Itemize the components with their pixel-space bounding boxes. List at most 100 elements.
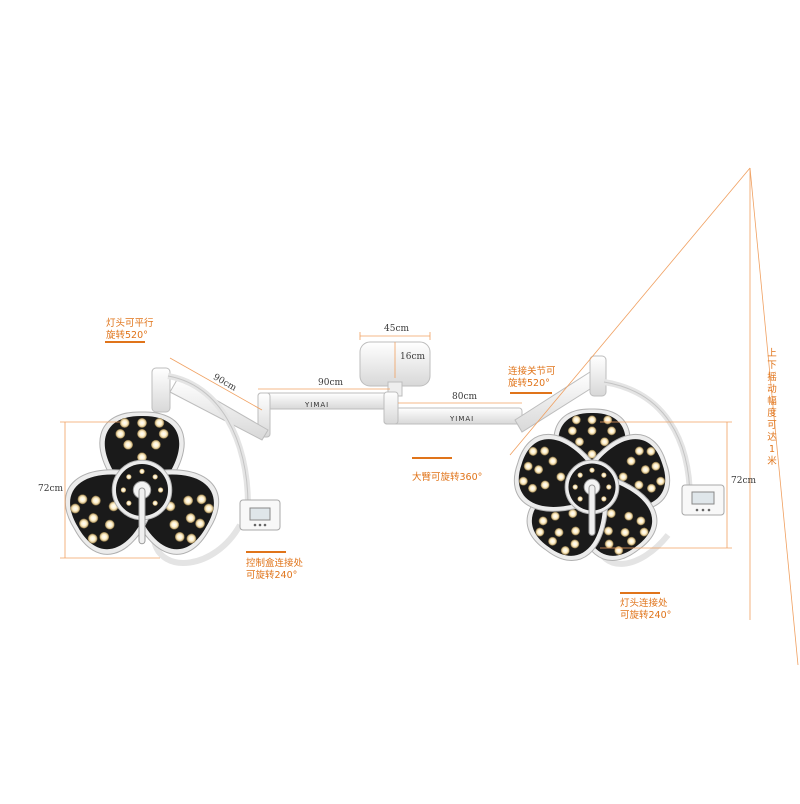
led-bulb (126, 474, 132, 480)
annotation-arm-rotation: 大臂可旋转360° (412, 472, 483, 483)
led-bulb (540, 446, 550, 456)
annotation-head-joint-line2: 可旋转240° (620, 610, 672, 621)
led-bulb (548, 536, 558, 546)
led-bulb (137, 418, 147, 428)
dim-left-main-arm: 90cm (318, 378, 344, 388)
led-bulb (152, 500, 158, 506)
led-bulb (568, 509, 578, 518)
annotation-joint-rotation-line2: 旋转520° (508, 378, 550, 389)
led-bulb (571, 526, 581, 536)
led-bulb (639, 527, 649, 537)
led-bulb (571, 415, 581, 425)
led-bulb (70, 503, 81, 514)
led-bulb (567, 426, 577, 436)
led-bulb (587, 415, 597, 425)
led-bulb (587, 449, 597, 459)
led-bulb (601, 472, 607, 478)
led-bulb (626, 456, 636, 466)
led-bulb (606, 509, 616, 518)
led-bulb (577, 472, 583, 478)
led-bulb (636, 516, 646, 526)
led-bulb (120, 487, 126, 493)
led-bulb (115, 428, 126, 439)
led-bulb (647, 483, 656, 493)
led-bulb (548, 456, 558, 466)
annotation-head-joint-line1: 灯头连接处 (620, 598, 668, 609)
led-bulb (195, 518, 205, 529)
led-bulb (575, 437, 584, 447)
left-lamp-head (64, 411, 220, 555)
right-lamp-head (513, 408, 671, 561)
led-bulb (570, 539, 580, 549)
led-bulb (169, 519, 180, 530)
annotation-control-box-line1: 控制盒连接处 (246, 558, 304, 569)
dim-right-main-arm: 80cm (452, 392, 478, 402)
led-bulb (90, 495, 101, 506)
led-bulb (603, 415, 613, 425)
led-bulb (618, 472, 628, 482)
led-bulb (158, 487, 164, 493)
led-bulb (535, 527, 545, 537)
led-bulb (640, 465, 650, 475)
led-bulb (656, 476, 666, 486)
led-bulb (554, 527, 564, 537)
led-bulb (152, 474, 158, 480)
led-bulb (196, 494, 207, 505)
led-bulb (119, 418, 130, 428)
led-bulb (624, 511, 634, 521)
led-bulb (88, 513, 99, 523)
dim-ceiling-height: 16cm (400, 352, 426, 362)
led-bulb (79, 518, 89, 529)
led-bulb (518, 476, 528, 486)
annotation-head-joint-rotation: 灯头连接处 可旋转240° (620, 598, 671, 622)
right-arm (383, 355, 693, 567)
annotation-vertical-swing: 上下摇动幅度可达1米 (767, 348, 777, 467)
led-bulb (99, 531, 110, 542)
led-bulb (651, 461, 661, 471)
led-bulb (186, 533, 197, 544)
led-bulb (601, 496, 607, 502)
annotation-head-rotation: 灯头可平行 旋转520° (106, 318, 154, 342)
led-bulb (126, 500, 132, 506)
annotation-control-box-line2: 可旋转240° (246, 570, 298, 581)
left-arm (151, 367, 391, 566)
led-bulb (646, 446, 656, 456)
sterile-handle (138, 487, 146, 545)
annotation-head-rotation-line2: 旋转520° (106, 330, 148, 341)
led-bulb (607, 426, 617, 436)
dim-ceiling-width: 45cm (384, 324, 410, 334)
led-bulb (203, 503, 214, 514)
annotation-control-box-rotation: 控制盒连接处 可旋转240° (246, 558, 303, 582)
led-bulb (556, 472, 566, 482)
led-bulb (183, 495, 194, 506)
led-bulb (620, 527, 630, 537)
led-bulb (587, 426, 597, 436)
led-bulb (589, 467, 595, 473)
led-bulb (158, 428, 169, 439)
dim-left-head-height: 72cm (38, 484, 64, 494)
led-bulb (634, 446, 644, 456)
led-bulb (528, 483, 537, 493)
led-bulb (523, 461, 533, 471)
dim-right-head-height: 72cm (731, 476, 757, 486)
sterile-handle (588, 484, 596, 536)
left-control-box (239, 499, 281, 531)
led-bulb (87, 533, 98, 544)
led-bulb (634, 480, 644, 490)
led-bulb (139, 468, 145, 474)
led-bulb (150, 439, 161, 450)
led-bulb (603, 526, 613, 536)
annotation-markers (105, 341, 660, 594)
led-bulb (528, 446, 538, 456)
led-bulb (626, 536, 636, 546)
annotation-joint-rotation: 连接关节可 旋转520° (508, 366, 556, 390)
brand-label-left: YIMAI (304, 401, 329, 409)
led-bulb (600, 437, 609, 447)
led-bulb (577, 496, 583, 502)
led-bulb (154, 418, 165, 428)
led-bulb (550, 511, 560, 521)
brand-label-right: YIMAI (449, 415, 474, 423)
led-bulb (606, 484, 612, 490)
right-control-box (681, 484, 725, 516)
